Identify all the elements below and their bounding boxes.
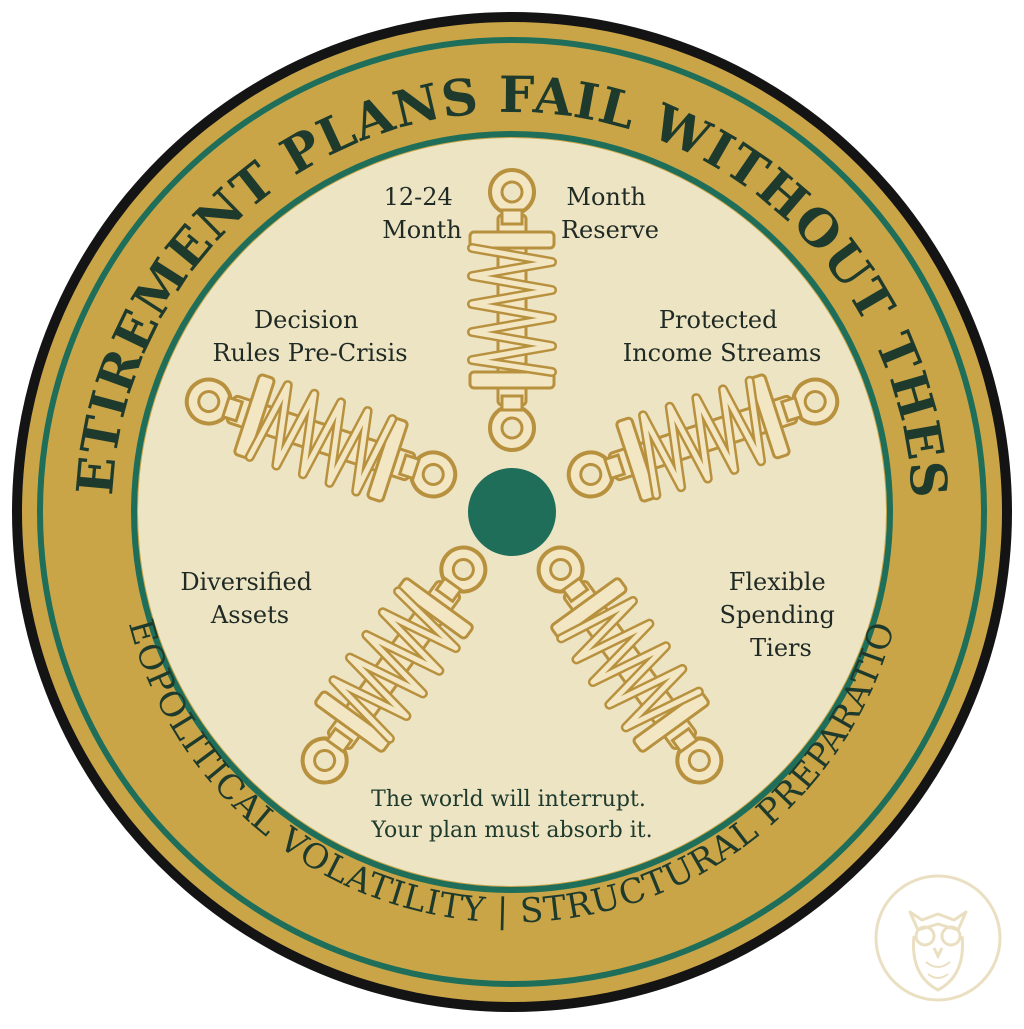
bottom-arc-separator: | — [496, 891, 520, 931]
inner-green-line — [131, 131, 893, 893]
owl-logo-icon — [874, 874, 1002, 1002]
label-decision-rules: Decision Rules Pre-Crisis — [212, 306, 407, 367]
label-protected-income: Protected Income Streams — [623, 306, 822, 367]
label-12-24-month: 12-24 Month — [382, 183, 462, 244]
label-diversified-assets: Diversified Assets — [180, 568, 319, 629]
label-month-reserve: Month Reserve — [561, 183, 659, 244]
tagline: The world will interrupt. Your plan must… — [370, 787, 652, 843]
label-flexible-spending: Flexible Spending Tiers — [720, 568, 843, 662]
outer-green-line — [37, 37, 987, 987]
center-hub — [468, 468, 556, 556]
